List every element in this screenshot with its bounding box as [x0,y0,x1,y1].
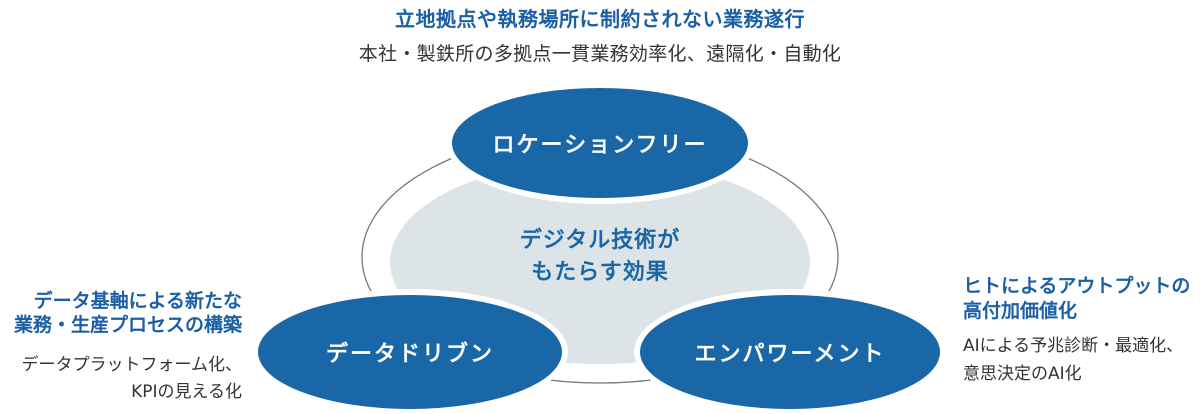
top-annotation: 立地拠点や執務場所に制約されない業務遂行 本社・製鉄所の多拠点一貫業務効率化、遠… [0,3,1200,66]
left-annotation-title-line1: データ基軸による新たな [33,290,242,312]
left-annotation-description: データプラットフォーム化、 KPIの見える化 [0,352,243,406]
top-annotation-title: 立地拠点や執務場所に制約されない業務遂行 [395,7,805,31]
right-annotation-description-line1: AIによる予兆診断・最適化、 [963,336,1184,357]
right-annotation: ヒトによるアウトプットの 高付加価値化 AIによる予兆診断・最適化、 意思決定の… [963,274,1200,388]
right-annotation-description: AIによる予兆診断・最適化、 意思決定のAI化 [963,333,1200,387]
left-annotation: データ基軸による新たな 業務・生産プロセスの構築 データプラットフォーム化、 K… [0,290,242,406]
center-effect-label-line2: もたらす効果 [531,259,669,285]
node-location-free: ロケーションフリー [446,82,754,204]
right-annotation-description-line2: 意思決定のAI化 [963,363,1082,384]
node-empowerment: エンパワーメント [634,289,946,414]
left-annotation-description-line1: データプラットフォーム化、 [21,354,243,375]
center-effect-label-line1: デジタル技術が [519,228,681,253]
node-empowerment-label: エンパワーメント [694,342,886,367]
top-annotation-description: 本社・製鉄所の多拠点一貫業務効率化、遠隔化・自動化 [358,43,842,65]
right-annotation-title-line2: 高付加価値化 [963,299,1078,322]
node-data-driven: データドリブン [252,289,568,414]
node-data-driven-label: データドリブン [325,342,494,367]
left-annotation-title: データ基軸による新たな 業務・生産プロセスの構築 [0,290,242,338]
right-annotation-title-line1: ヒトによるアウトプットの [963,275,1191,297]
center-effect-label: デジタル技術が もたらす効果 [440,225,760,289]
left-annotation-description-line2: KPIの見える化 [131,381,242,402]
left-annotation-title-line2: 業務・生産プロセスの構築 [13,313,242,336]
node-location-free-label: ロケーションフリー [492,133,708,158]
right-annotation-title: ヒトによるアウトプットの 高付加価値化 [963,274,1200,323]
